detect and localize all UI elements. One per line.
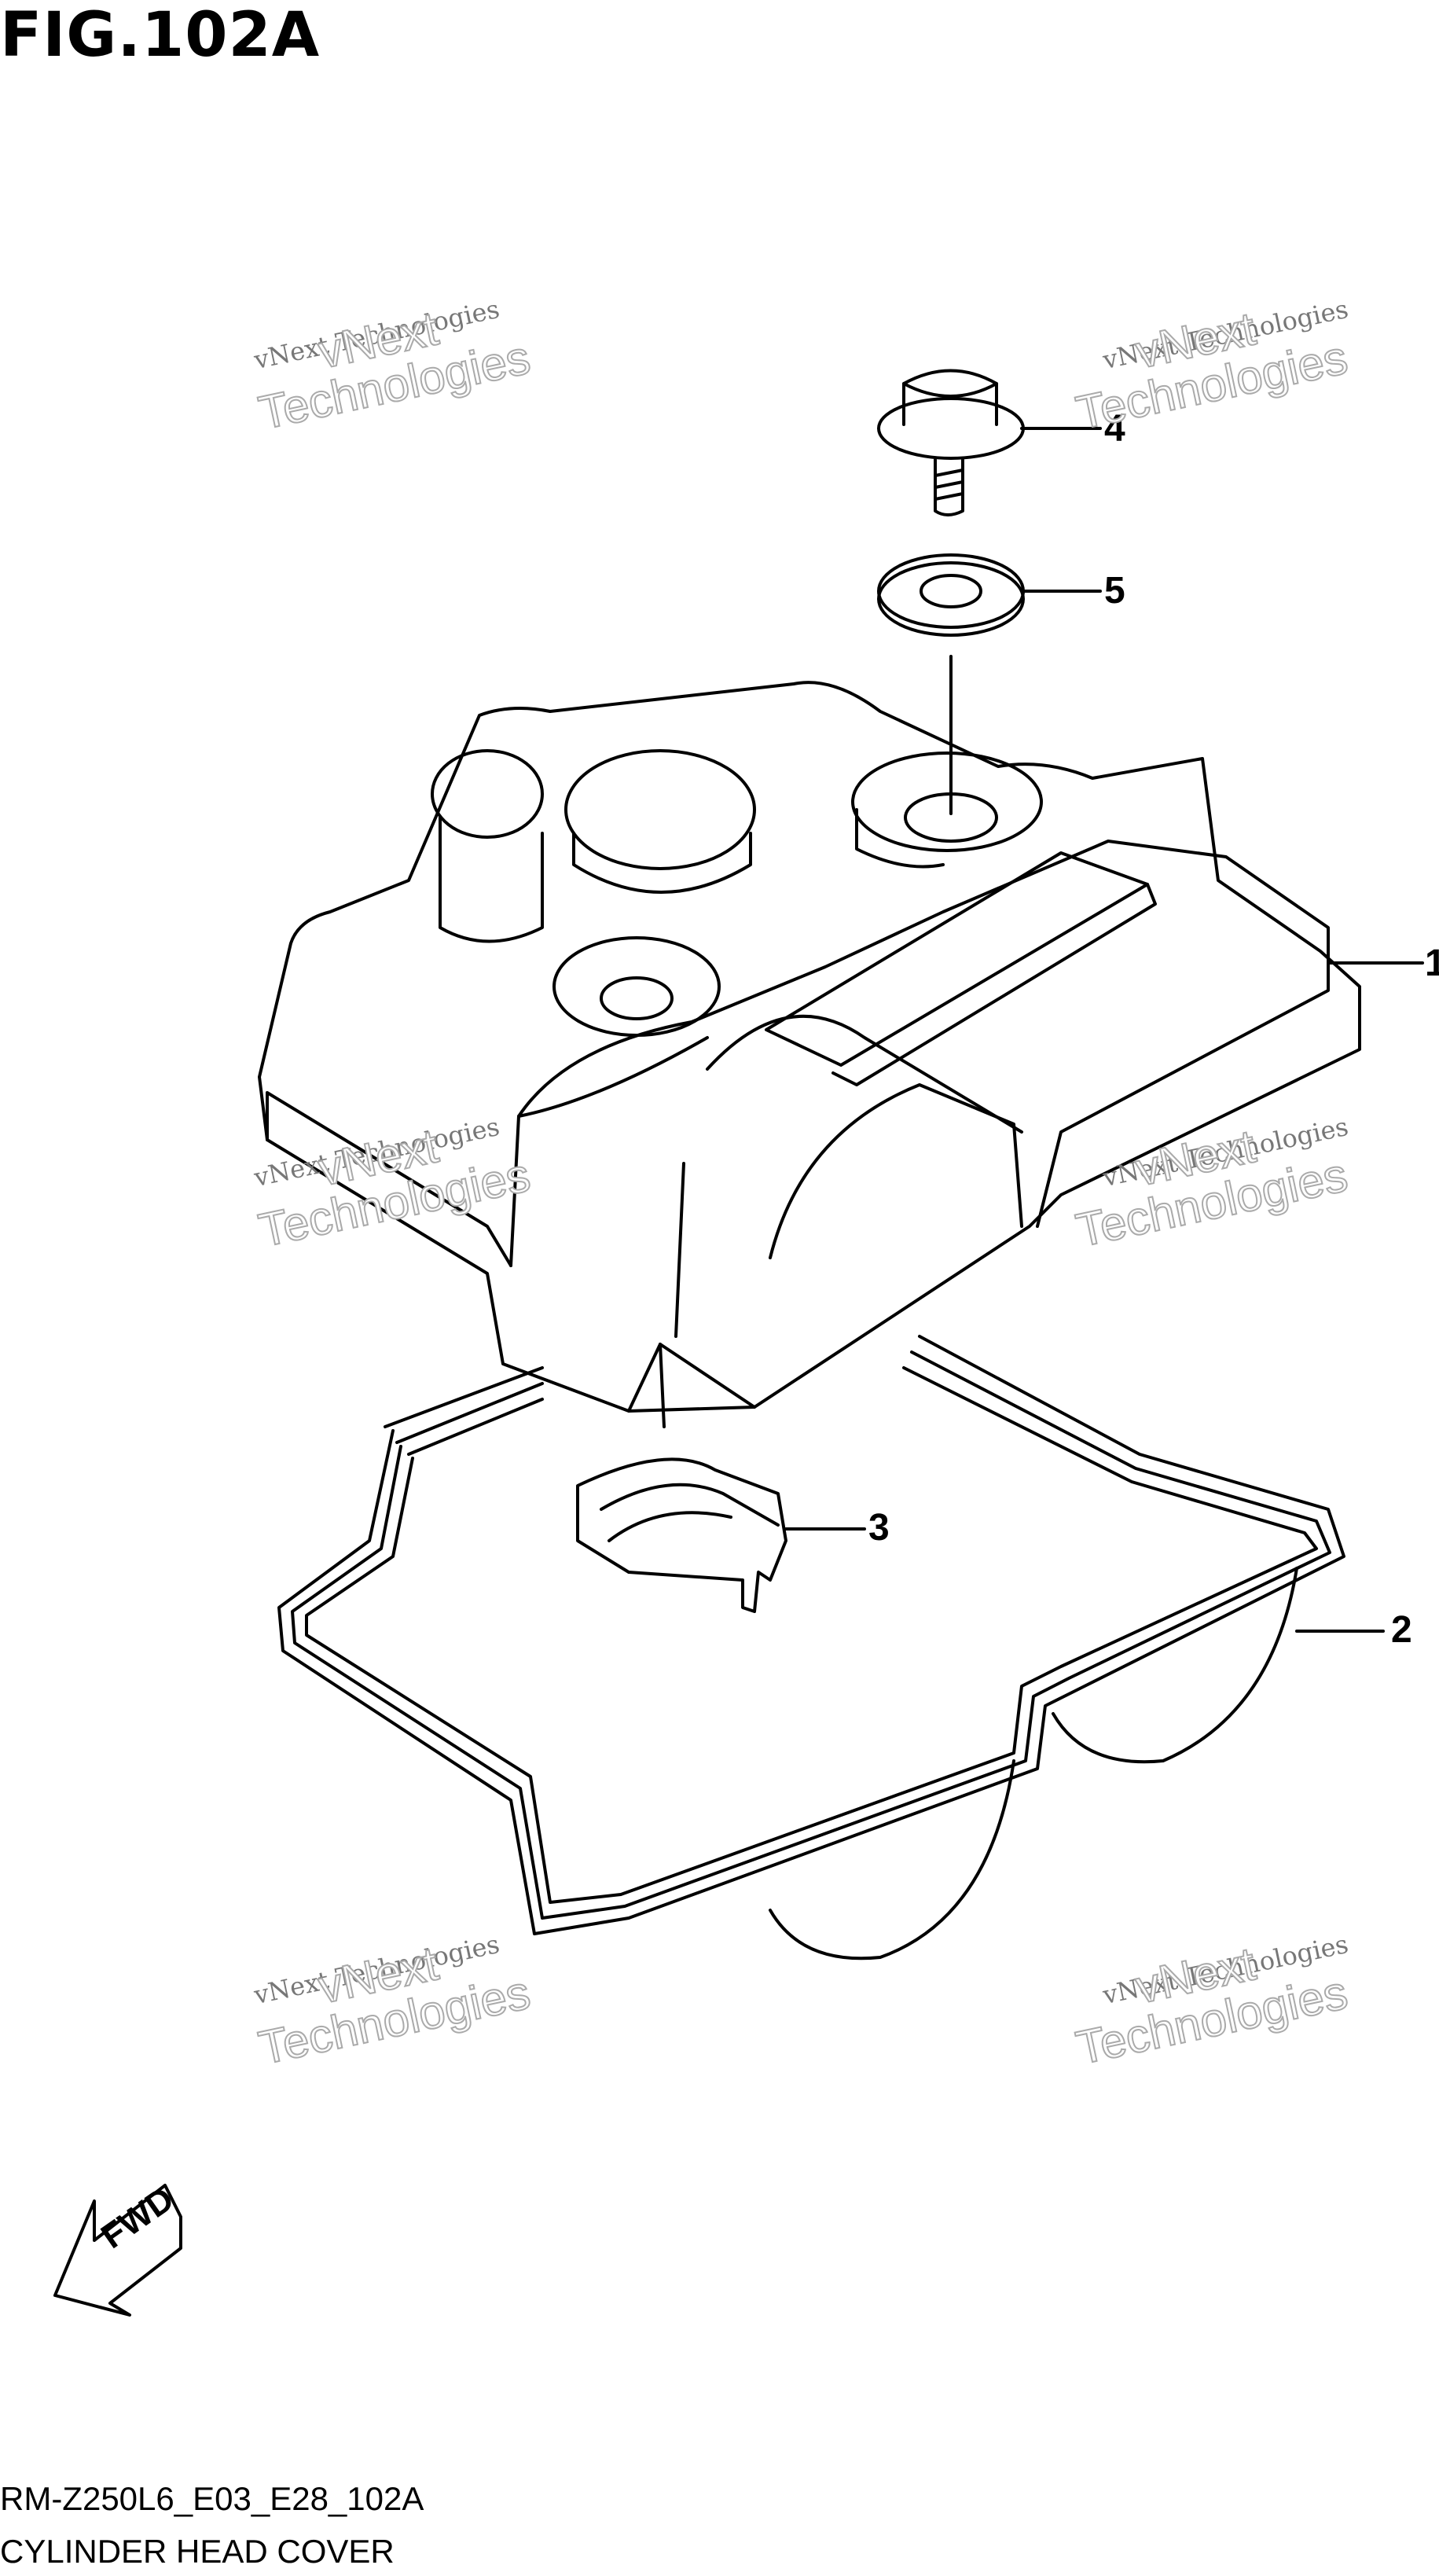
fwd-arrow-icon [53, 2184, 182, 2317]
washer-part [877, 553, 1025, 637]
cylinder-head-cover-part [258, 681, 1361, 1428]
flange-bolt-part [877, 369, 1025, 516]
callout-number-5: 5 [1104, 570, 1125, 612]
diagram-code: RM-Z250L6_E03_E28_102A [0, 2480, 424, 2517]
callout-number-1: 1 [1425, 943, 1439, 984]
figure-title: FIG.102A [0, 0, 321, 71]
callout-number-2: 2 [1391, 1609, 1412, 1651]
callout-number-4: 4 [1104, 408, 1125, 450]
callout-number-3: 3 [868, 1507, 890, 1549]
diagram-caption: CYLINDER HEAD COVER [0, 2533, 395, 2570]
spark-plug-seal-part [576, 1457, 787, 1613]
cover-gasket-part [277, 1335, 1345, 1960]
